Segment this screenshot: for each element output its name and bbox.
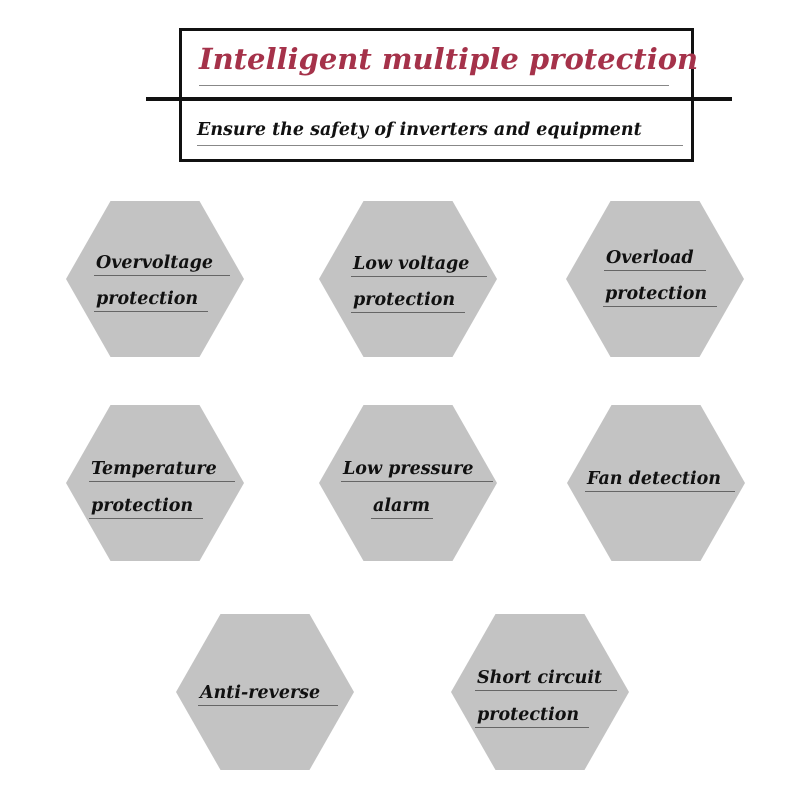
underline xyxy=(371,518,433,519)
underline xyxy=(475,690,617,691)
underline xyxy=(198,705,338,706)
underline xyxy=(89,518,203,519)
underline xyxy=(603,306,717,307)
feature-overvoltage-line1: Overvoltage xyxy=(96,253,214,273)
underline xyxy=(351,312,465,313)
underline xyxy=(475,727,589,728)
hexagon-short-circuit xyxy=(451,614,629,770)
feature-low-pressure-line1: Low pressure xyxy=(343,459,474,479)
underline xyxy=(89,481,235,482)
feature-short-circuit-line1: Short circuit xyxy=(477,668,603,688)
title-frame xyxy=(179,28,694,162)
hexagon-fan-detection xyxy=(567,405,745,561)
hexagon-overload xyxy=(566,201,744,357)
feature-fan-detection-line1: Fan detection xyxy=(587,469,721,489)
feature-overload-line1: Overload xyxy=(606,248,694,268)
feature-temperature-line1: Temperature xyxy=(91,459,217,479)
hexagon-temperature xyxy=(66,405,244,561)
feature-anti-reverse-line1: Anti-reverse xyxy=(200,683,321,703)
page-subtitle: Ensure the safety of inverters and equip… xyxy=(197,120,642,140)
feature-short-circuit-line2: protection xyxy=(477,705,580,725)
feature-overvoltage-line2: protection xyxy=(96,289,199,309)
title-divider xyxy=(146,97,732,101)
feature-overload-line2: protection xyxy=(605,284,708,304)
hexagon-low-pressure xyxy=(319,405,497,561)
feature-low-voltage-line1: Low voltage xyxy=(353,254,470,274)
feature-low-pressure-line2: alarm xyxy=(373,496,431,516)
underline xyxy=(585,491,735,492)
subtitle-underline xyxy=(197,145,683,146)
underline xyxy=(94,275,230,276)
underline xyxy=(604,270,706,271)
hexagon-low-voltage xyxy=(319,201,497,357)
underline xyxy=(94,311,208,312)
underline xyxy=(341,481,493,482)
feature-temperature-line2: protection xyxy=(91,496,194,516)
hexagon-overvoltage xyxy=(66,201,244,357)
title-underline xyxy=(199,85,669,86)
page-title: Intelligent multiple protection xyxy=(199,42,699,76)
feature-low-voltage-line2: protection xyxy=(353,290,456,310)
underline xyxy=(351,276,487,277)
